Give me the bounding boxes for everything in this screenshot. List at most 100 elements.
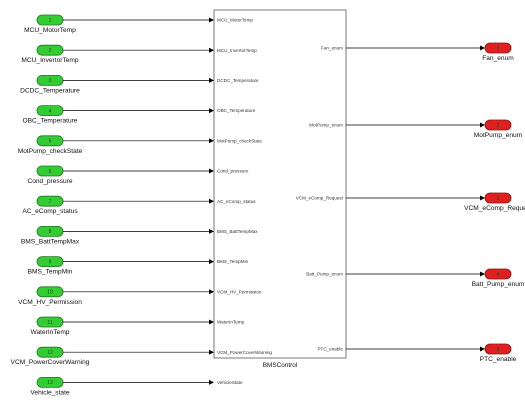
inport-signal-label: BMS_TempMin [28, 269, 73, 276]
inport-oval[interactable]: 12 [36, 346, 64, 358]
arrow-head [209, 289, 214, 295]
outport-oval[interactable]: 3 [484, 192, 512, 204]
arrow-head [480, 122, 485, 128]
inport-signal-label: MCU_InvertorTemp [21, 57, 78, 64]
inport-12[interactable]: 12VCM_PowerCoverWarningVCM_PowerCoverWar… [11, 346, 273, 366]
outport-signal-label: Batt_Pump_enum [472, 281, 525, 288]
inport-oval[interactable]: 13 [36, 376, 64, 388]
subsystem-block[interactable] [213, 9, 347, 359]
inport-oval[interactable]: 10 [36, 286, 64, 298]
inport-number: 2 [49, 48, 52, 54]
arrow-head [209, 379, 214, 385]
inport-oval[interactable]: 9 [36, 256, 64, 268]
block-input-port-label: MCU_MotorTemp [217, 18, 253, 23]
inport-signal-label: VCM_HV_Permission [18, 299, 82, 306]
arrow-head [480, 346, 485, 352]
arrow-head [209, 198, 214, 204]
outport-oval[interactable]: 1 [484, 42, 512, 54]
inport-oval[interactable]: 6 [36, 165, 64, 177]
inport-signal-label: DCDC_Temperature [20, 87, 80, 94]
arrow-head [209, 77, 214, 83]
inport-number: 5 [49, 139, 52, 145]
block-input-port-label: BMS_BattTempMax [217, 229, 258, 234]
outport-oval[interactable]: 2 [484, 119, 512, 131]
block-input-port-label: OBC_Temperature [217, 108, 256, 113]
block-input-port-label: AC_eComp_status [217, 199, 256, 204]
inport-number: 8 [49, 229, 52, 235]
outport-oval[interactable]: 4 [484, 268, 512, 280]
inport-number: 4 [49, 108, 52, 114]
inport-signal-label: BMS_BattTempMax [21, 238, 80, 245]
inport-oval[interactable]: 4 [36, 105, 64, 116]
inport-signal-label: AC_eComp_status [22, 208, 78, 215]
inport-oval[interactable]: 7 [36, 195, 64, 207]
inport-number: 3 [49, 78, 52, 84]
block-input-port-label: MotPump_checkState [217, 138, 262, 143]
inport-oval[interactable]: 2 [36, 44, 64, 56]
outport-number: 4 [497, 272, 500, 278]
block-input-port-label: WaterInTemp [217, 320, 245, 325]
inport-number: 9 [49, 259, 52, 265]
arrow-head [480, 45, 485, 51]
outport-number: 1 [497, 46, 500, 52]
arrow-head [209, 349, 214, 355]
block-input-port-label: DCDC_Temperature [217, 78, 259, 83]
outport-number: 2 [497, 123, 500, 129]
block-input-port-label: MCU_InvertorTemp [217, 48, 257, 53]
inport-oval[interactable]: 5 [36, 135, 64, 147]
outport-signal-label: VCM_eComp_Request [464, 205, 525, 212]
arrow-head [480, 195, 485, 201]
inport-signal-label: Vehicle_state [30, 389, 70, 396]
arrow-head [480, 271, 485, 277]
inport-oval[interactable]: 11 [36, 316, 64, 328]
arrow-head [209, 319, 214, 325]
block-input-port-label: VehicleState [217, 380, 243, 385]
block-output-port-label: MotPump_enum [309, 123, 343, 128]
outport-number: 3 [497, 196, 500, 202]
inport-number: 11 [47, 320, 52, 326]
subsystem-name: BMSControl [263, 362, 297, 369]
inport-oval[interactable]: 1 [36, 14, 64, 26]
block-output-port-label: Batt_Pump_enum [306, 272, 343, 277]
inport-number: 10 [47, 290, 53, 296]
arrow-head [209, 138, 214, 144]
outport-signal-label: PTC_enable [480, 356, 517, 363]
outport-oval[interactable]: 5 [484, 343, 512, 355]
block-input-port-label: VCM_PowerCoverWarning [217, 350, 272, 355]
inport-number: 12 [47, 350, 53, 356]
inport-signal-label: MCU_MotorTemp [24, 27, 76, 34]
inport-oval[interactable]: 8 [36, 225, 64, 237]
inport-number: 7 [49, 199, 52, 205]
block-output-port-label: VCM_eComp_Request [296, 196, 344, 201]
inport-signal-label: WaterInTemp [31, 329, 70, 336]
block-input-port-label: VCM_HV_Permission [217, 289, 262, 294]
inport-number: 6 [49, 169, 52, 175]
inport-oval[interactable]: 3 [36, 75, 64, 86]
outport-signal-label: MotPump_enum [474, 132, 523, 139]
inport-signal-label: OBC_Temperature [23, 118, 78, 125]
block-input-port-label: Cond_pressure [217, 169, 249, 174]
arrow-head [209, 17, 214, 23]
inport-number: 1 [49, 18, 52, 24]
arrow-head [209, 259, 214, 265]
inport-signal-label: VCM_PowerCoverWarning [11, 359, 90, 366]
inport-signal-label: Cond_pressure [27, 178, 72, 185]
